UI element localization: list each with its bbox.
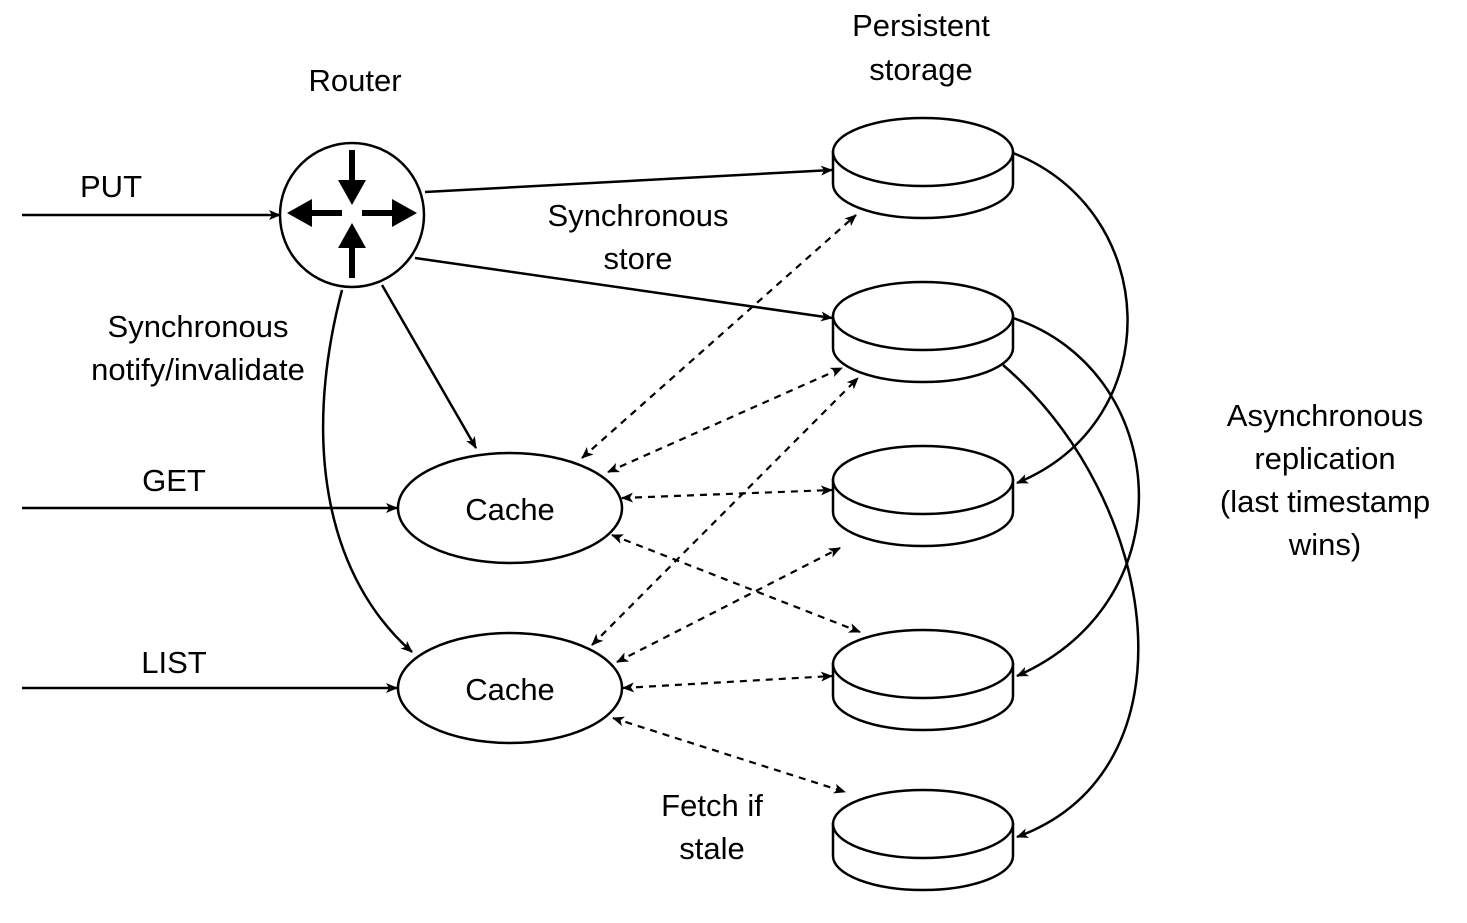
replication-1-to-3-arrow xyxy=(1012,151,1129,485)
async-line3: (last timestamp xyxy=(1220,484,1430,519)
router-to-storage-1-arrow xyxy=(424,165,833,194)
async-line2: replication xyxy=(1254,441,1395,476)
async-line4: wins) xyxy=(1288,527,1361,562)
cache2-storage5-link xyxy=(612,716,846,794)
get-label: GET xyxy=(142,463,206,498)
router-icon xyxy=(287,150,417,278)
router-title: Router xyxy=(308,63,401,98)
cache2-storage2-link xyxy=(591,377,859,646)
cache-node-2: Cache xyxy=(396,631,624,745)
cache2-storage3-link xyxy=(616,547,841,663)
cache-label: Cache xyxy=(465,672,555,707)
router-node xyxy=(278,141,426,289)
sync-notify-line2: notify/invalidate xyxy=(91,352,305,387)
sync-store-line2: store xyxy=(604,241,673,276)
storage-node-2 xyxy=(831,280,1015,384)
storage-title-line2: storage xyxy=(869,52,972,87)
fetch-line1: Fetch if xyxy=(661,788,763,823)
put-label: PUT xyxy=(80,169,142,204)
router-to-cache-1-arrow xyxy=(380,284,478,449)
list-label: LIST xyxy=(141,645,207,680)
cache-node-1: Cache xyxy=(396,451,624,565)
cache1-storage4-link xyxy=(611,533,861,634)
storage-node-5 xyxy=(831,788,1015,892)
cache-label: Cache xyxy=(465,492,555,527)
storage-title-line1: Persistent xyxy=(852,8,990,43)
replication-2-to-4-arrow xyxy=(1012,316,1141,678)
replication-2-to-5-arrow xyxy=(1002,364,1140,839)
cache1-storage2-link xyxy=(607,366,843,474)
fetch-line2: stale xyxy=(679,831,744,866)
router-to-cache-2-arrow xyxy=(321,289,413,653)
async-line1: Asynchronous xyxy=(1227,398,1423,433)
sync-store-line1: Synchronous xyxy=(548,198,729,233)
storage-group xyxy=(831,116,1015,892)
storage-node-3 xyxy=(831,444,1015,548)
storage-node-1 xyxy=(831,116,1015,220)
cache1-storage3-link xyxy=(621,485,833,503)
cache2-storage4-link xyxy=(622,671,833,693)
storage-node-4 xyxy=(831,628,1015,732)
cache1-storage1-link xyxy=(581,214,857,459)
sync-notify-line1: Synchronous xyxy=(108,309,289,344)
